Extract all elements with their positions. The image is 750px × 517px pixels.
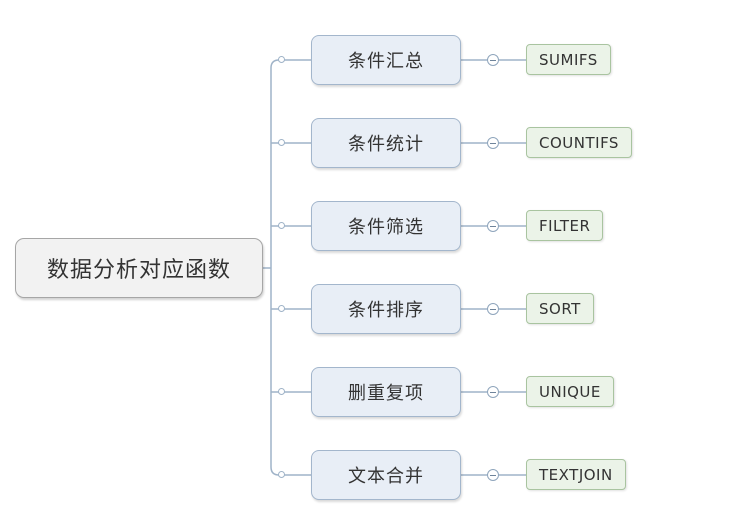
collapse-toggle-icon[interactable] <box>487 137 499 149</box>
function-countifs[interactable]: COUNTIFS <box>526 127 632 158</box>
collapse-toggle-icon[interactable] <box>487 303 499 315</box>
connector-dot-icon <box>278 305 285 312</box>
connector-dot-icon <box>278 388 285 395</box>
topic-count-conditional[interactable]: 条件统计 <box>311 118 461 168</box>
topic-filter-conditional[interactable]: 条件筛选 <box>311 201 461 251</box>
topic-sort-conditional[interactable]: 条件排序 <box>311 284 461 334</box>
root-topic[interactable]: 数据分析对应函数 <box>15 238 263 298</box>
function-unique[interactable]: UNIQUE <box>526 376 614 407</box>
collapse-toggle-icon[interactable] <box>487 220 499 232</box>
function-textjoin[interactable]: TEXTJOIN <box>526 459 626 490</box>
connector-dot-icon <box>278 139 285 146</box>
collapse-toggle-icon[interactable] <box>487 386 499 398</box>
function-sumifs[interactable]: SUMIFS <box>526 44 611 75</box>
topic-remove-duplicates[interactable]: 删重复项 <box>311 367 461 417</box>
collapse-toggle-icon[interactable] <box>487 469 499 481</box>
function-filter[interactable]: FILTER <box>526 210 604 241</box>
function-sort[interactable]: SORT <box>526 293 594 324</box>
connector-dot-icon <box>278 471 285 478</box>
spine-connector <box>270 59 280 476</box>
topic-sum-conditional[interactable]: 条件汇总 <box>311 35 461 85</box>
collapse-toggle-icon[interactable] <box>487 54 499 66</box>
topic-text-merge[interactable]: 文本合并 <box>311 450 461 500</box>
connector-dot-icon <box>278 222 285 229</box>
connector-dot-icon <box>278 56 285 63</box>
